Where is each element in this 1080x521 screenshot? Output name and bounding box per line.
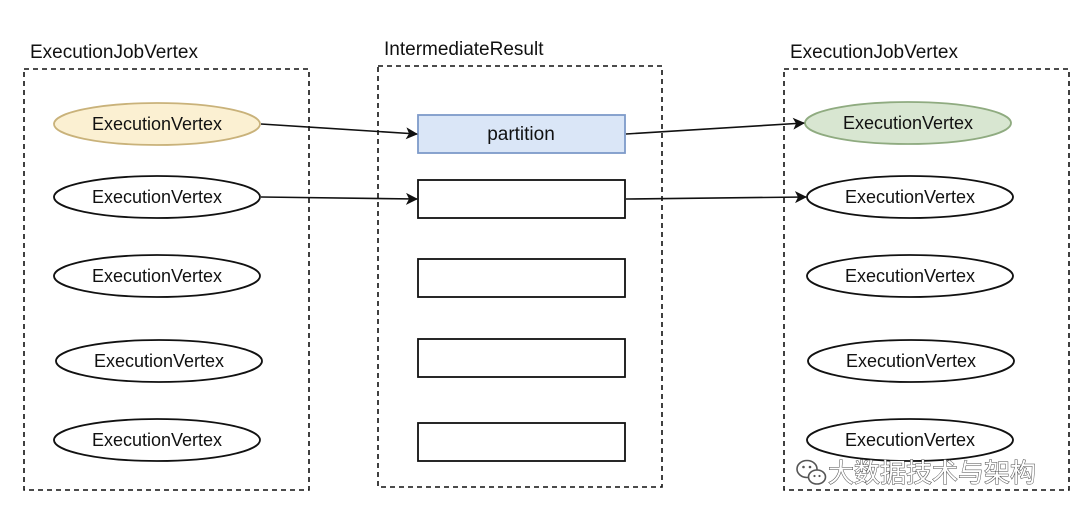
right-vertex-1: ExecutionVertex: [806, 175, 1014, 219]
left-vertex-label: ExecutionVertex: [92, 430, 222, 450]
right-group-title: ExecutionJobVertex: [790, 42, 958, 63]
middle-group-box: [377, 65, 663, 488]
partition-label: partition: [487, 124, 555, 145]
right-vertex-label: ExecutionVertex: [845, 266, 975, 286]
partition-0: partition: [417, 114, 626, 154]
partition-2: [417, 258, 626, 298]
watermark: 大数据技术与架构: [796, 458, 1037, 489]
right-group-box: [783, 68, 1070, 491]
left-group-title: ExecutionJobVertex: [30, 42, 198, 63]
left-vertex-label: ExecutionVertex: [92, 114, 222, 134]
partition-3: [417, 338, 626, 378]
watermark-text: 大数据技术与架构: [828, 458, 1036, 488]
left-group-box: [23, 68, 310, 491]
left-vertex-1: ExecutionVertex: [53, 175, 261, 219]
right-vertex-label: ExecutionVertex: [843, 113, 973, 133]
left-vertex-0: ExecutionVertex: [53, 102, 261, 146]
edge-left0-to-partition0: [260, 123, 418, 140]
left-vertex-label: ExecutionVertex: [92, 266, 222, 286]
left-vertex-3: ExecutionVertex: [55, 339, 263, 383]
partition-4: [417, 422, 626, 462]
right-vertex-0: ExecutionVertex: [804, 101, 1012, 145]
wechat-icon: [796, 459, 827, 485]
edge-partition1-to-right1: [625, 191, 807, 204]
partition-1: [417, 179, 626, 219]
left-vertex-label: ExecutionVertex: [92, 187, 222, 207]
edge-left1-to-partition1: [260, 192, 418, 205]
middle-group-title: IntermediateResult: [384, 39, 544, 60]
edge-partition0-to-right0: [625, 117, 805, 135]
left-vertex-label: ExecutionVertex: [94, 351, 224, 371]
right-vertex-3: ExecutionVertex: [807, 339, 1015, 383]
left-vertex-2: ExecutionVertex: [53, 254, 261, 298]
left-vertex-4: ExecutionVertex: [53, 418, 261, 462]
right-vertex-2: ExecutionVertex: [806, 254, 1014, 298]
right-vertex-label: ExecutionVertex: [845, 187, 975, 207]
right-vertex-label: ExecutionVertex: [846, 351, 976, 371]
right-vertex-4: ExecutionVertex: [806, 418, 1014, 462]
right-vertex-label: ExecutionVertex: [845, 430, 975, 450]
